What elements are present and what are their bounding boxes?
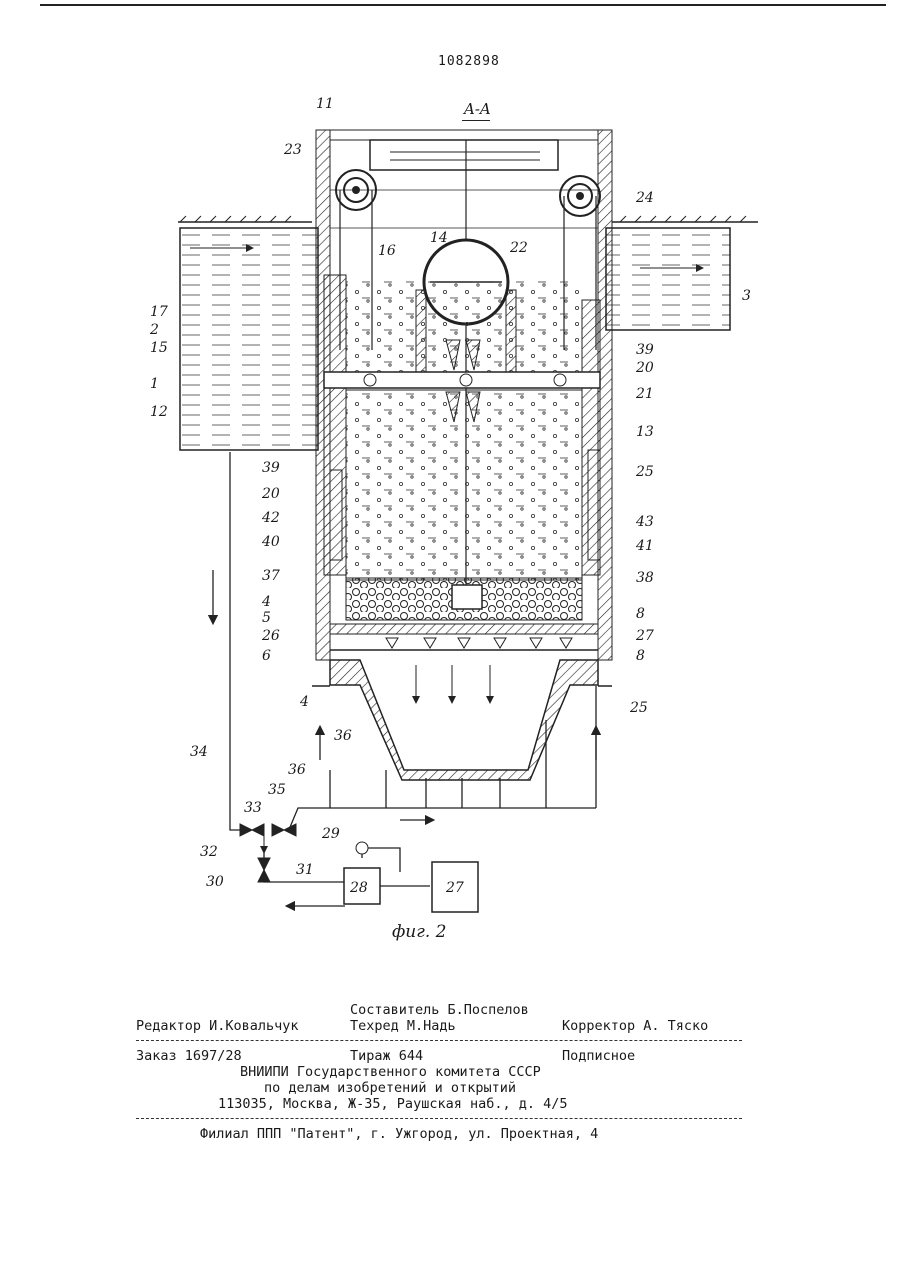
callout-33: 32 xyxy=(200,844,218,860)
shaft-bearing xyxy=(363,373,377,387)
callout-16: 16 xyxy=(378,243,396,259)
callout-19: 21 xyxy=(635,386,654,402)
org-line-1: ВНИИПИ Государственного комитета СССР xyxy=(240,1064,541,1080)
callout-27-right: 27 xyxy=(635,628,654,644)
org-line-2: по делам изобретений и открытий xyxy=(264,1080,516,1096)
callout-35: 34 xyxy=(190,744,208,760)
callout-11: 11 xyxy=(316,96,334,112)
callout-1: 1 xyxy=(150,376,159,392)
callout-45: 43 xyxy=(635,514,654,530)
hopper xyxy=(329,659,599,781)
callout-28: 27 xyxy=(445,880,464,896)
editor: Редактор И.Ковальчук xyxy=(136,1018,299,1034)
callout-38: 36 xyxy=(334,728,352,744)
pulley-right xyxy=(559,175,601,217)
callout-17: 17 xyxy=(150,304,168,320)
callout-37: 36 xyxy=(288,762,306,778)
callout-40: 39 xyxy=(262,460,280,476)
top-rule xyxy=(40,4,886,6)
callout-39-right: 38 xyxy=(636,570,654,586)
callout-34: 33 xyxy=(244,800,262,816)
callout-30: 29 xyxy=(321,826,340,842)
callout-36: 35 xyxy=(268,782,286,798)
divider xyxy=(136,1040,742,1041)
callout-44: 42 xyxy=(261,510,280,526)
callout-23: 23 xyxy=(283,142,302,158)
shaft xyxy=(323,371,601,389)
callout-43: 41 xyxy=(635,538,654,554)
circulation: Тираж 644 xyxy=(350,1048,424,1064)
gauge-30 xyxy=(355,841,369,855)
callout-22: 22 xyxy=(509,240,528,256)
proofreader: Корректор А. Тяско xyxy=(562,1018,709,1034)
callout-13: 13 xyxy=(636,424,654,440)
branch: Филиал ППП "Патент", г. Ужгород, ул. Про… xyxy=(200,1126,599,1142)
callout-39: 37 xyxy=(262,568,280,584)
top-frame xyxy=(330,139,598,229)
subscription: Подписное xyxy=(562,1048,636,1064)
callout-42: 40 xyxy=(261,534,280,550)
tech-editor: Техред М.Надь xyxy=(350,1018,456,1034)
shaft-bearing xyxy=(459,373,473,387)
callout-27: 26 xyxy=(261,628,280,644)
org-address: 113035, Москва, Ж-35, Раушская наб., д. … xyxy=(218,1096,568,1112)
ground-surface xyxy=(178,215,758,223)
piping xyxy=(207,452,602,912)
water-lower xyxy=(345,389,583,581)
compiler: Составитель Б.Поспелов xyxy=(350,1002,529,1018)
figure-caption: фиг. 2 xyxy=(392,922,447,942)
callout-41: 39 xyxy=(636,342,654,358)
tank-28 xyxy=(431,861,479,913)
section-label-underline xyxy=(462,120,490,121)
nozzles xyxy=(385,637,573,649)
inlet-channel xyxy=(179,227,319,451)
callout-8: 6 xyxy=(262,648,271,664)
callout-15: 15 xyxy=(150,340,168,356)
float-21 xyxy=(451,584,483,610)
divider xyxy=(136,1118,742,1119)
callout-9: 8 xyxy=(636,606,645,622)
callout-5: 4 xyxy=(261,594,271,610)
gauge-left xyxy=(329,469,343,561)
callout-25: 25 xyxy=(635,464,654,480)
callout-29: 28 xyxy=(349,880,368,896)
gauge-right xyxy=(587,449,601,561)
callout-14: 14 xyxy=(430,230,448,246)
callout-31: 30 xyxy=(206,874,224,890)
callout-32: 31 xyxy=(296,862,314,878)
pulley-left xyxy=(335,169,377,211)
patent-number: 1082898 xyxy=(438,54,500,69)
callout-4: 4 xyxy=(299,694,309,710)
callout-8-right: 8 xyxy=(636,648,645,664)
callout-6: 5 xyxy=(262,610,271,626)
valves xyxy=(239,823,297,883)
callout-20: 20 xyxy=(261,486,280,502)
callout-26: 25 xyxy=(629,700,648,716)
callout-18: 20 xyxy=(635,360,654,376)
pump-29 xyxy=(343,867,381,905)
callout-2: 2 xyxy=(149,322,159,338)
water-upper xyxy=(346,280,582,380)
callout-3: 3 xyxy=(742,288,751,304)
shaft-bearing xyxy=(553,373,567,387)
callout-12: 12 xyxy=(150,404,168,420)
section-label: A-A xyxy=(464,100,491,118)
callout-24: 24 xyxy=(635,190,654,206)
plate xyxy=(329,623,599,635)
order: Заказ 1697/28 xyxy=(136,1048,242,1064)
